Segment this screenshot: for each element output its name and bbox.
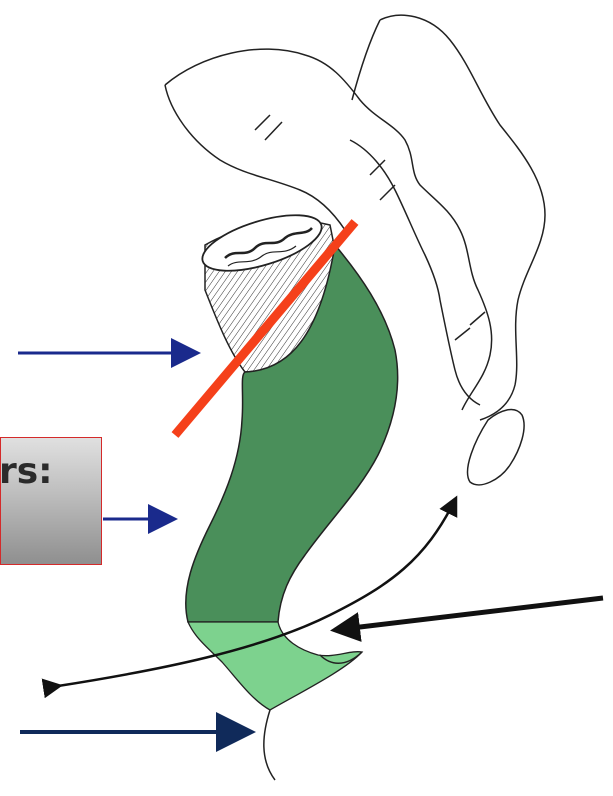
- coccyx: [468, 410, 525, 485]
- left-arrow-icon: [335, 598, 603, 630]
- label-box: rs:: [0, 437, 102, 565]
- anal-canal: [188, 622, 362, 710]
- label-text: rs:: [0, 454, 53, 490]
